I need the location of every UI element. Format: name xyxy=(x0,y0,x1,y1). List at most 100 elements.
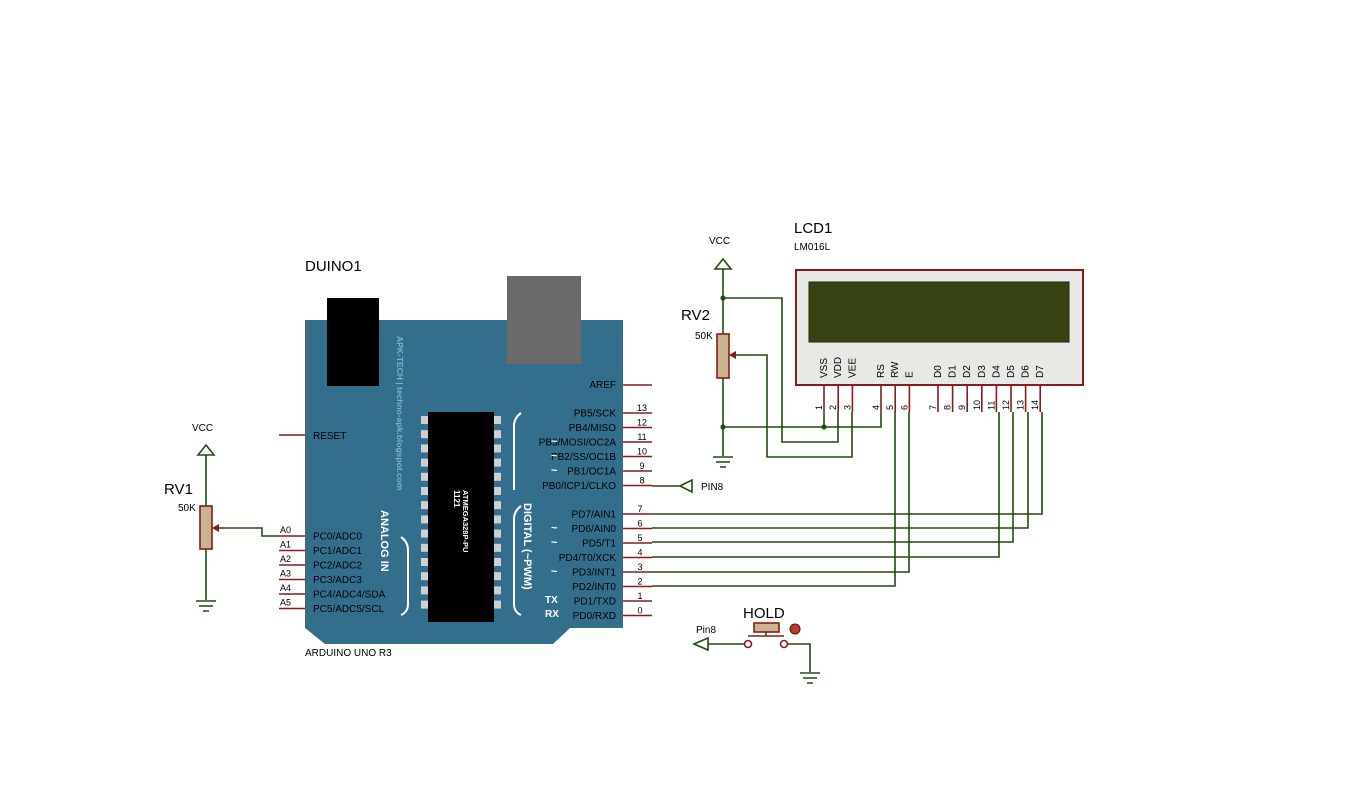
rv1-vcc-symbol xyxy=(196,443,216,462)
rv2-ground-symbol xyxy=(713,456,733,468)
digital-pin-number: 4 xyxy=(637,548,642,558)
digital-pin-label: PD6/AIN0 xyxy=(572,524,617,535)
lcd-ref-label: LCD1 xyxy=(794,220,832,237)
arduino-board[interactable]: DUINO1 ARDUINO UNO R3 APK-TECH | techno-… xyxy=(279,258,652,659)
rv1-wiper xyxy=(212,524,219,532)
pwm-marker: ~ xyxy=(551,537,558,549)
lcd-pin-number: 10 xyxy=(972,400,982,410)
chip-label-2: ATMEGA328P-PU xyxy=(461,490,470,552)
lcd-pin-label: RW xyxy=(890,361,901,378)
analog-pin-label: PC5/ADC5/SCL xyxy=(313,604,385,615)
lcd-pin-label: D2 xyxy=(962,365,973,378)
digital-pin-number: 6 xyxy=(637,519,642,529)
lcd-pin-number: 4 xyxy=(871,405,881,410)
digital-pin-number: 10 xyxy=(637,447,647,457)
digital-pins-low: PD7/AIN17PD6/AIN06~PD5/T15~PD4/T0/XCK4PD… xyxy=(551,504,652,622)
analog-pin-label: PC0/ADC0 xyxy=(313,532,362,543)
lcd-pin-label: E xyxy=(904,371,915,378)
chip-pin-left xyxy=(421,430,428,439)
analog-pin-label: PC3/ADC3 xyxy=(313,575,362,586)
digital-pin-label: PD3/INT1 xyxy=(572,568,616,579)
lcd-pin-number: 5 xyxy=(885,405,895,410)
hold-button[interactable]: HOLD Pin8 xyxy=(691,605,820,684)
chip-pin-right xyxy=(494,515,501,524)
usb-connector xyxy=(507,276,581,364)
chip-pin-right xyxy=(494,586,501,595)
rv2-ref-label: RV2 xyxy=(681,307,710,324)
rv1-body xyxy=(199,505,213,550)
lcd-pin-number: 1 xyxy=(814,405,824,410)
pin8-terminal-upper[interactable]: PIN8 xyxy=(652,478,724,494)
rv2-vcc-symbol xyxy=(713,257,733,276)
chip-pin-right xyxy=(494,458,501,467)
digital-pin-number: 0 xyxy=(637,606,642,616)
analog-pin-tag: A4 xyxy=(280,583,291,593)
lcd-pin-label: D3 xyxy=(977,365,988,378)
chip-pin-right xyxy=(494,529,501,538)
chip-pin-left xyxy=(421,458,428,467)
hold-button-cap xyxy=(753,622,780,633)
aref-label: AREF xyxy=(589,380,616,391)
atmega-chip: 1121 ATMEGA328P-PU xyxy=(421,412,501,622)
chip-pin-right xyxy=(494,572,501,581)
rv1-value-label: 50K xyxy=(178,503,196,514)
digital-pin-label: PD7/AIN1 xyxy=(572,510,617,521)
chip-pin-right xyxy=(494,444,501,453)
digital-pin-label: PD2/INT0 xyxy=(572,582,616,593)
lcd-pin-number: 14 xyxy=(1030,400,1040,410)
chip-label-1: 1121 xyxy=(452,490,461,508)
lcd-power-wiring xyxy=(723,297,882,458)
analog-pin-tag: A5 xyxy=(280,598,291,608)
lcd-pin-label: D1 xyxy=(948,365,959,378)
rv1-ground-symbol xyxy=(196,600,216,612)
chip-pin-left xyxy=(421,487,428,495)
chip-pin-left xyxy=(421,515,428,524)
chip-pin-right xyxy=(494,487,501,495)
power-jack xyxy=(327,298,379,386)
digital-pins-high: PB5/SCK13PB4/MISO12PB3/MOSI/OC2A11~PB2/S… xyxy=(539,403,652,492)
hold-ground-symbol xyxy=(800,672,820,684)
digital-pin-label: PB3/MOSI/OC2A xyxy=(539,438,617,449)
rv2-body xyxy=(716,333,730,379)
analog-pin-tag: A1 xyxy=(280,540,291,550)
pwm-marker: ~ xyxy=(551,523,558,535)
analog-pin-label: PC2/ADC2 xyxy=(313,561,362,572)
chip-pin-left xyxy=(421,501,428,510)
chip-pin-left xyxy=(421,572,428,581)
digital-pin-label: PB2/SS/OC1B xyxy=(551,452,616,463)
pwm-marker: ~ xyxy=(551,566,558,578)
lcd-pin-number: 12 xyxy=(1001,400,1011,410)
chip-pin-right xyxy=(494,416,501,424)
lcd-pin-label: VEE xyxy=(847,358,858,378)
rv1-potentiometer[interactable]: VCC RV1 50K xyxy=(164,423,279,612)
analog-pins: PC0/ADC0A0PC1/ADC1A1PC2/ADC2A2PC3/ADC3A3… xyxy=(279,525,386,615)
lcd-display[interactable]: LCD1 LM016L VSS1VDD2VEE3RS4RW5E6D07D18D2… xyxy=(794,220,1084,412)
analog-pin-tag: A3 xyxy=(280,569,291,579)
pwm-marker: ~ xyxy=(551,451,558,463)
rv2-potentiometer[interactable]: VCC RV2 50K xyxy=(681,236,827,468)
analog-pin-tag: A2 xyxy=(280,554,291,564)
pwm-marker: ~ xyxy=(551,436,558,448)
lcd-pin-label: RS xyxy=(876,364,887,378)
lcd-pin-number: 3 xyxy=(842,405,852,410)
hold-ref-label: HOLD xyxy=(743,605,785,622)
digital-pin-number: 8 xyxy=(639,476,644,486)
lcd-pin-number: 7 xyxy=(928,405,938,410)
lcd-pin-number: 9 xyxy=(957,405,967,410)
digital-pin-number: 2 xyxy=(637,577,642,587)
pin8-upper-label: PIN8 xyxy=(701,482,724,493)
lcd-pin-label: D0 xyxy=(933,365,944,378)
digital-pin-label: PD5/T1 xyxy=(582,539,616,550)
digital-pin-number: 12 xyxy=(637,418,647,428)
lcd-pin-label: D5 xyxy=(1006,365,1017,378)
rv2-wiper xyxy=(729,351,736,359)
lcd-pins: VSS1VDD2VEE3RS4RW5E6D07D18D29D310D411D51… xyxy=(814,357,1046,412)
chip-pin-left xyxy=(421,529,428,538)
analog-pin-tag: A0 xyxy=(280,525,291,535)
rv2-vcc-label: VCC xyxy=(709,236,730,247)
digital-bracket-top xyxy=(513,412,522,490)
pin8-lower-label: Pin8 xyxy=(696,625,716,636)
lcd-screen xyxy=(808,281,1070,343)
rx-label: RX xyxy=(545,609,559,620)
lcd-pin-label: VDD xyxy=(833,357,844,378)
